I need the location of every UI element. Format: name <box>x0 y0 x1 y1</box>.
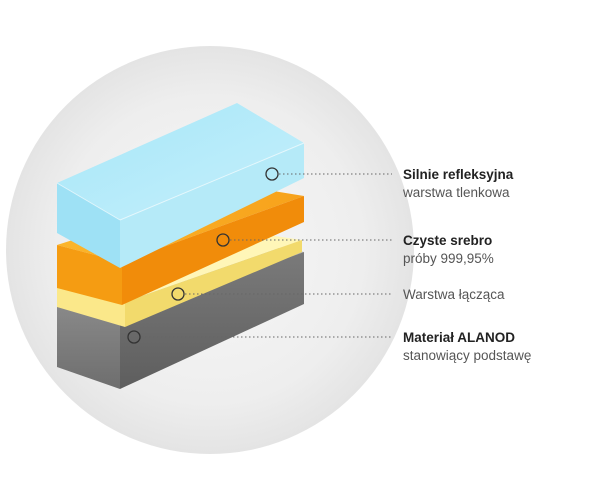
label-silver-title: Czyste srebro <box>403 233 493 248</box>
marker-silver <box>216 233 230 247</box>
label-oxide: Silnie refleksyjna warstwa tlenkowa <box>403 166 513 202</box>
label-bond: Warstwa łącząca <box>403 286 505 304</box>
label-bond-subtitle: Warstwa łącząca <box>403 287 505 302</box>
marker-base <box>127 330 141 344</box>
label-silver-subtitle: próby 999,95% <box>403 251 494 266</box>
marker-oxide <box>265 167 279 181</box>
marker-bond <box>171 287 185 301</box>
label-base: Materiał ALANOD stanowiący podstawę <box>403 329 531 365</box>
label-base-title: Materiał ALANOD <box>403 330 516 345</box>
label-oxide-title: Silnie refleksyjna <box>403 167 514 182</box>
label-silver: Czyste srebro próby 999,95% <box>403 232 494 268</box>
layer-oxide <box>56 103 305 268</box>
label-oxide-subtitle: warstwa tlenkowa <box>403 185 510 200</box>
label-base-subtitle: stanowiący podstawę <box>403 348 532 363</box>
